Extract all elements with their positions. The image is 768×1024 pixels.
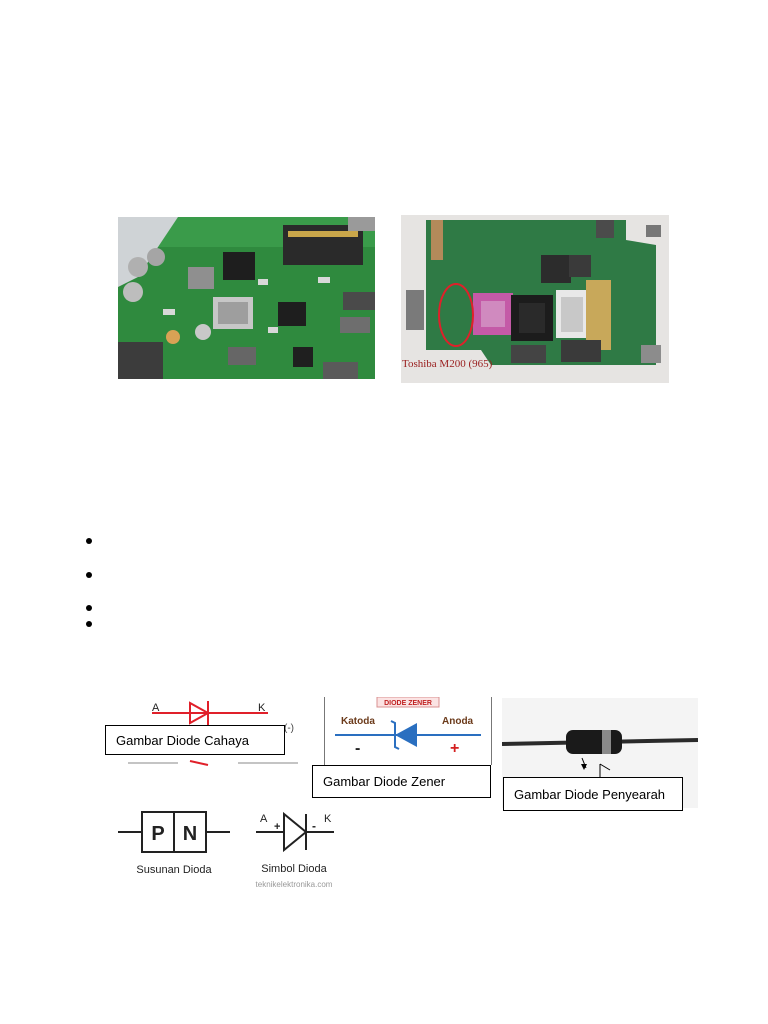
bullet-4 bbox=[86, 621, 92, 627]
pn-junction-diagram: P N Susunan Dioda bbox=[118, 805, 230, 880]
led-diagram: A K (-) bbox=[108, 697, 308, 769]
zener-caption-box: Gambar Diode Zener bbox=[312, 765, 491, 798]
symbol-k-label: K bbox=[324, 813, 332, 825]
led-cathode-label: K bbox=[258, 702, 266, 714]
pcb-photo-left bbox=[118, 217, 375, 379]
symbol-caption: Simbol Dioda bbox=[261, 863, 327, 875]
motherboard-illustration: Toshiba M200 (965) bbox=[401, 215, 669, 383]
led-caption-box: Gambar Diode Cahaya bbox=[105, 725, 285, 755]
pcb-closeup-illustration bbox=[118, 217, 375, 379]
diode-symbol-diagram: A + - K Simbol Dioda teknikelektronika.c… bbox=[254, 808, 354, 892]
bullet-2 bbox=[86, 572, 92, 578]
led-anode-label: A bbox=[152, 702, 160, 714]
zener-plus: + bbox=[450, 740, 459, 757]
led-caption: Gambar Diode Cahaya bbox=[116, 732, 249, 748]
zener-minus: - bbox=[355, 740, 360, 757]
symbol-minus: - bbox=[312, 819, 316, 833]
rectifier-caption-box: Gambar Diode Penyearah bbox=[503, 777, 683, 811]
zener-caption: Gambar Diode Zener bbox=[323, 774, 446, 789]
bullet-3 bbox=[86, 605, 92, 611]
bullet-1 bbox=[86, 538, 92, 544]
rectifier-caption: Gambar Diode Penyearah bbox=[514, 786, 666, 802]
zener-diagram: DIODE ZENER Katoda Anoda - + bbox=[324, 696, 492, 765]
symbol-plus: + bbox=[274, 821, 280, 833]
pn-caption: Susunan Dioda bbox=[136, 864, 212, 876]
pn-n-label: N bbox=[183, 823, 197, 845]
pn-p-label: P bbox=[151, 823, 164, 845]
zener-katoda-label: Katoda bbox=[341, 716, 375, 727]
led-minus-marker: (-) bbox=[284, 723, 294, 734]
zener-header: DIODE ZENER bbox=[384, 700, 432, 707]
pcb-photo-right: Toshiba M200 (965) bbox=[401, 215, 669, 383]
motherboard-caption: Toshiba M200 (965) bbox=[402, 358, 493, 370]
zener-anoda-label: Anoda bbox=[442, 716, 474, 727]
symbol-watermark: teknikelektronika.com bbox=[256, 880, 333, 889]
symbol-a-label: A bbox=[260, 813, 268, 825]
